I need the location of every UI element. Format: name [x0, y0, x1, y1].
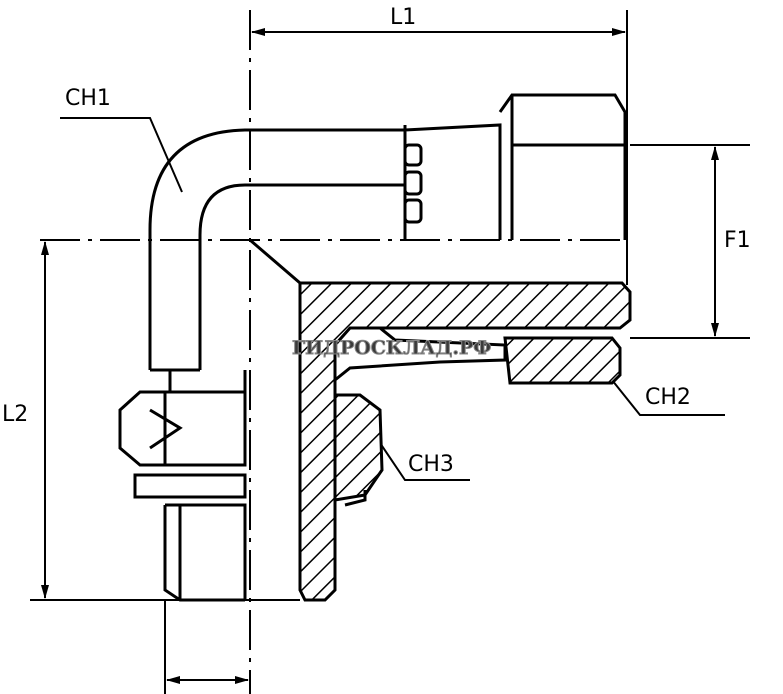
- ch3-label: CH3: [408, 452, 454, 477]
- ch2-leader: [611, 379, 725, 416]
- thread: [163, 503, 247, 602]
- bulkhead-body: [298, 281, 632, 602]
- elbow-inner: [198, 183, 405, 370]
- ch3-leader: [377, 439, 470, 481]
- hex-nut-right: [498, 93, 627, 240]
- ch1-leader: [60, 117, 183, 193]
- l2-label: L2: [2, 402, 29, 427]
- watermark: ГИДРОСКЛАД.РФ: [291, 337, 492, 360]
- ch1-label: CH1: [65, 86, 111, 111]
- ch2-label: CH2: [645, 385, 691, 410]
- f1-label: F1: [724, 228, 751, 253]
- hex-lower: [118, 390, 247, 467]
- elbow-outer: [148, 128, 405, 370]
- l1-label: L1: [390, 5, 417, 30]
